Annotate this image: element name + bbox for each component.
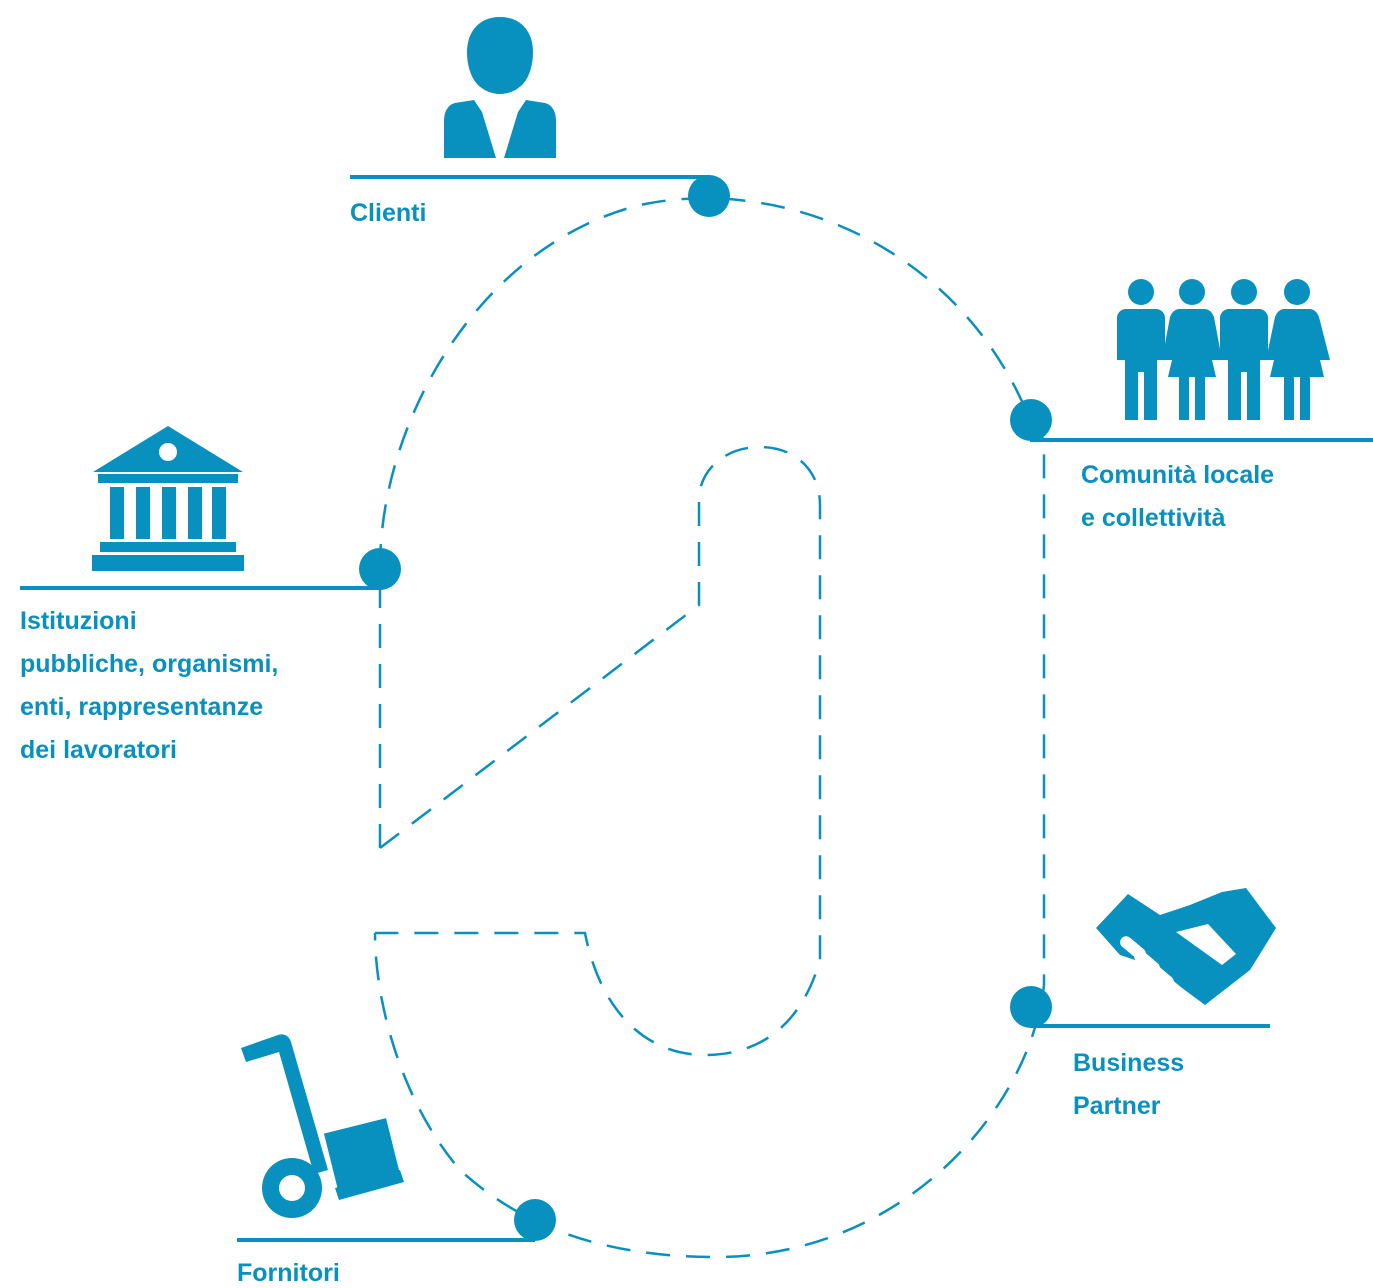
business-label: Business Partner: [1073, 1042, 1184, 1128]
fornitori-label: Fornitori: [237, 1252, 340, 1288]
business-node: [1010, 986, 1052, 1028]
fornitori-node: [514, 1199, 556, 1241]
diagonal-dashed-path: [375, 445, 822, 1057]
istituzioni-label-line-2: pubbliche, organismi,: [20, 650, 279, 678]
istituzioni-label-line-4: dei lavoratori: [20, 736, 177, 764]
business-label-line-1: Business: [1073, 1049, 1185, 1077]
istituzioni-node: [359, 548, 401, 590]
fornitori-label-line-1: Fornitori: [237, 1259, 340, 1287]
handshake-icon: [1096, 888, 1276, 1005]
comunita-label-line-1: Comunità locale: [1081, 461, 1275, 489]
clienti-node: [688, 175, 730, 217]
outer-dashed-path: [373, 197, 1046, 1259]
comunita-label: Comunità locale e collettività: [1081, 454, 1274, 540]
community-people-icon: [1117, 279, 1330, 420]
business-label-line-2: Partner: [1073, 1092, 1161, 1120]
istituzioni-label-line-1: Istituzioni: [20, 607, 137, 635]
istituzioni-label: Istituzioni pubbliche, organismi, enti, …: [20, 600, 278, 772]
institution-building-icon: [92, 426, 244, 571]
hand-truck-icon: [241, 1034, 404, 1218]
comunita-label-line-2: e collettività: [1081, 504, 1226, 532]
comunita-node: [1010, 399, 1052, 441]
clienti-label-line-1: Clienti: [350, 199, 427, 227]
clienti-label: Clienti: [350, 192, 426, 235]
businessman-icon: [444, 17, 556, 158]
istituzioni-label-line-3: enti, rappresentanze: [20, 693, 264, 721]
